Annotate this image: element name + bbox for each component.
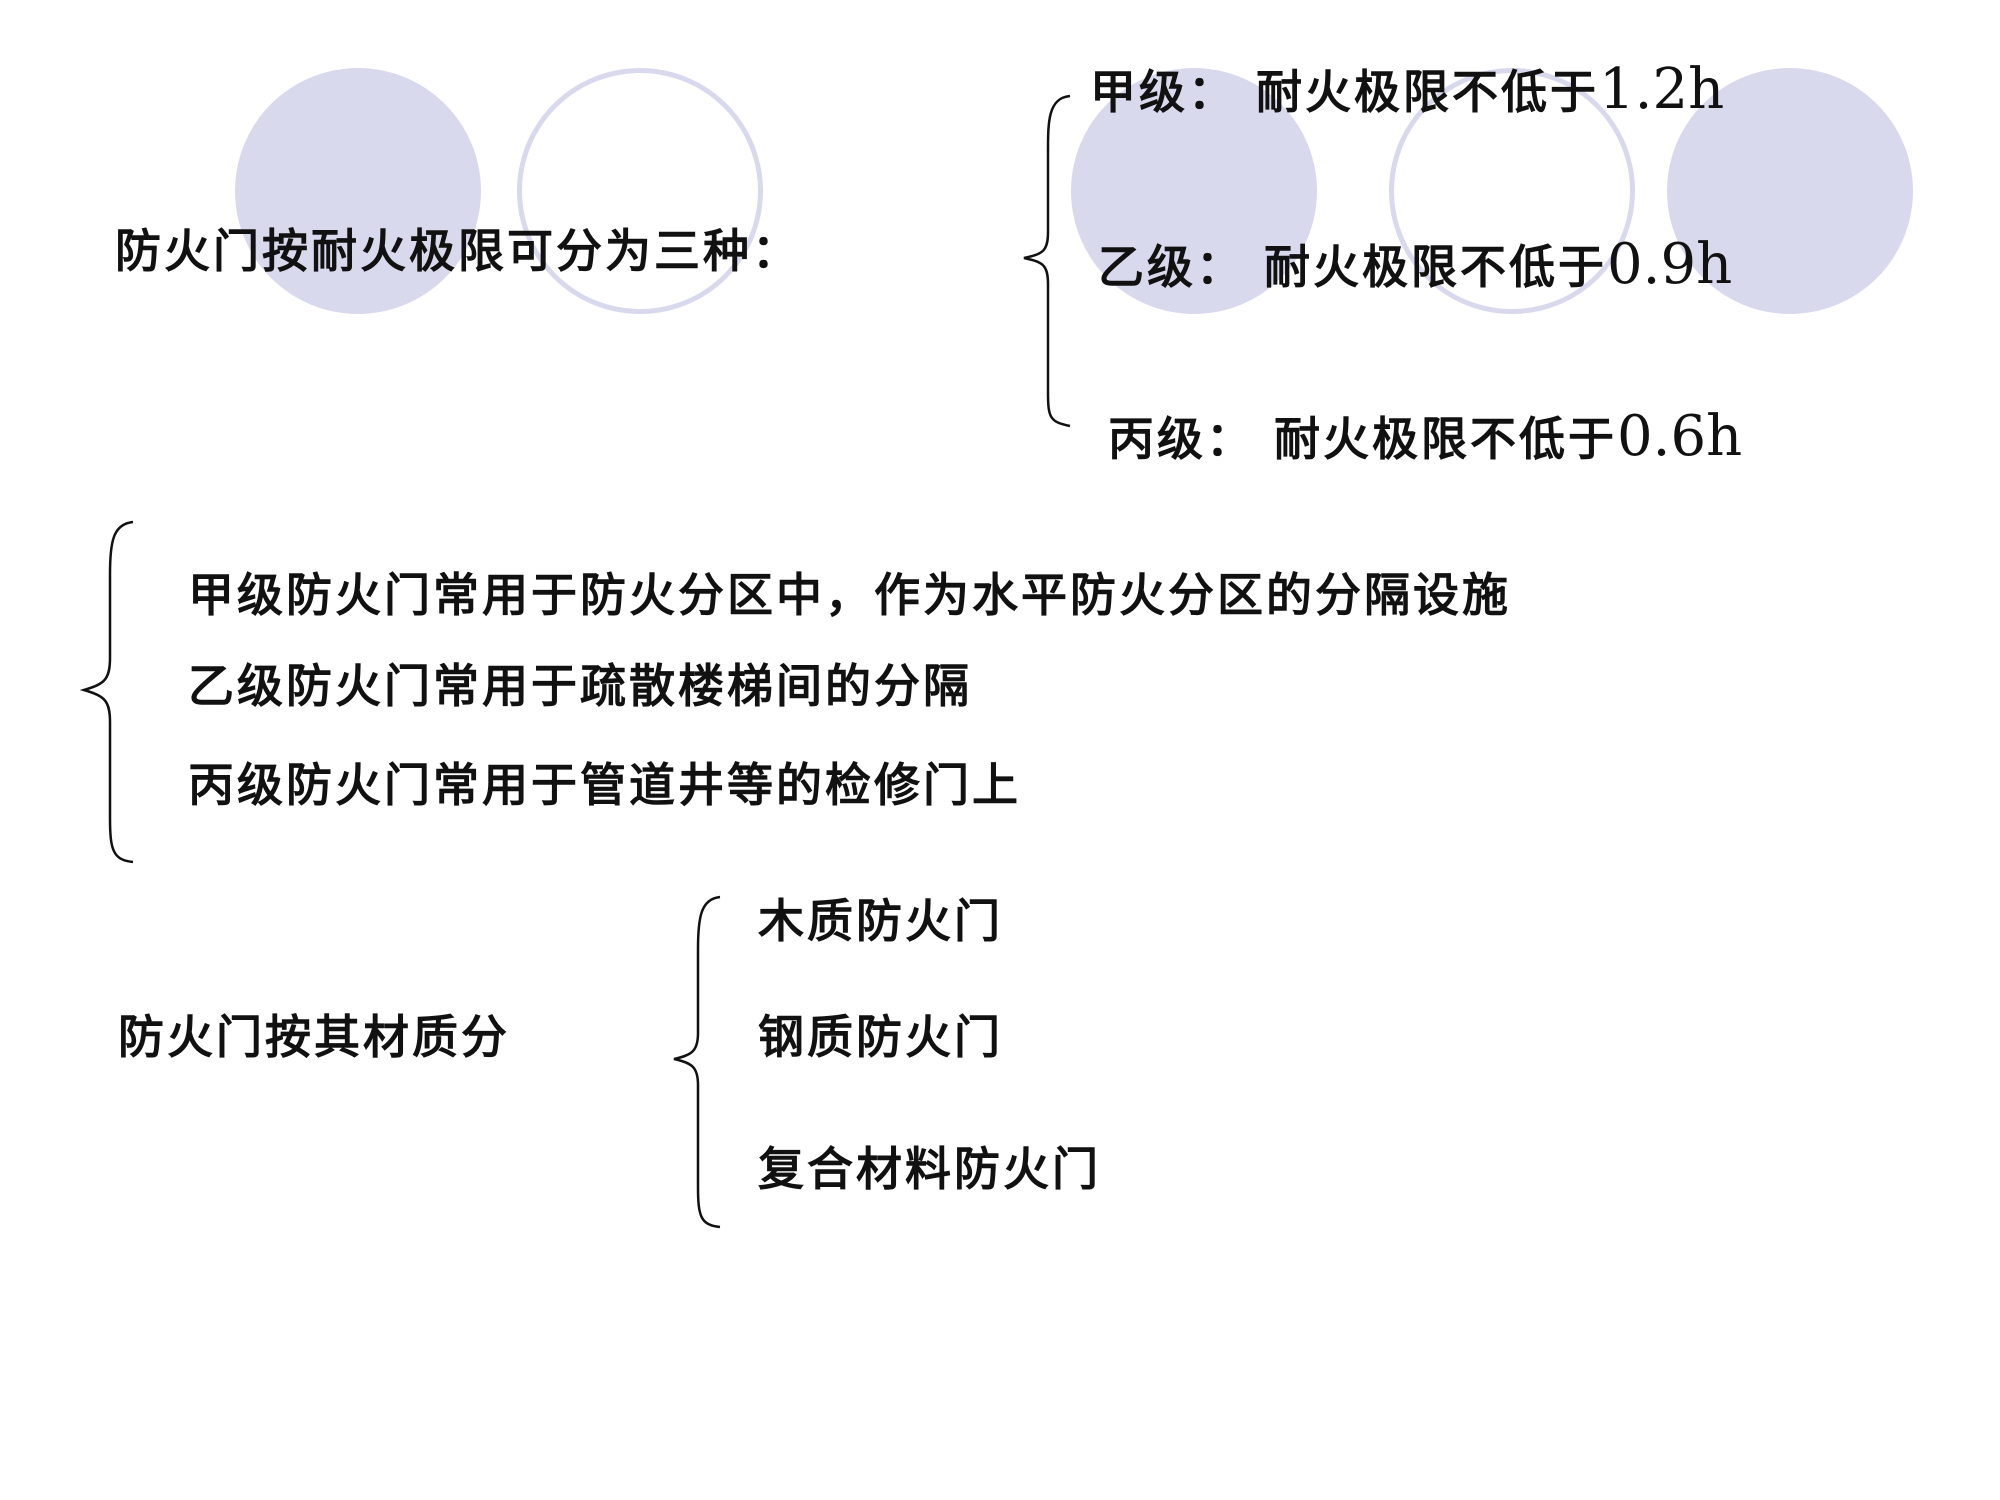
- grade-row-c: 丙级： 耐火极限不低于0.6h: [1108, 409, 1742, 465]
- grade-value: 1.2h: [1599, 57, 1725, 122]
- grade-value: 0.9h: [1607, 232, 1733, 297]
- decorative-circle-4: [1389, 68, 1635, 314]
- material-item-a: 木质防火门: [758, 894, 1003, 948]
- grade-row-a: 甲级： 耐火极限不低于1.2h: [1090, 62, 1724, 118]
- material-item-c: 复合材料防火门: [758, 1142, 1101, 1196]
- decorative-circle-3: [1071, 68, 1317, 314]
- usage-line-b: 乙级防火门常用于疏散楼梯间的分隔: [188, 659, 972, 713]
- decorative-circle-5: [1667, 68, 1913, 314]
- grade-desc: 耐火极限不低于: [1274, 412, 1618, 466]
- section1-brace: [1023, 94, 1071, 428]
- grade-row-b: 乙级： 耐火极限不低于0.9h: [1098, 237, 1732, 293]
- grade-desc: 耐火极限不低于: [1256, 65, 1600, 119]
- usage-line-a: 甲级防火门常用于防火分区中，作为水平防火分区的分隔设施: [188, 568, 1511, 622]
- material-item-b: 钢质防火门: [758, 1010, 1003, 1064]
- section2-brace: [79, 520, 134, 864]
- decorative-circle-1: [235, 68, 481, 314]
- grade-desc: 耐火极限不低于: [1264, 240, 1608, 294]
- section1-lead: 防火门按耐火极限可分为三种：: [115, 224, 801, 278]
- grade-label: 甲级：: [1090, 65, 1237, 119]
- grade-value: 0.6h: [1617, 404, 1743, 469]
- decorative-circle-2: [517, 68, 763, 314]
- section3-brace: [673, 895, 721, 1229]
- section3-lead: 防火门按其材质分: [118, 1010, 510, 1064]
- usage-line-c: 丙级防火门常用于管道井等的检修门上: [188, 758, 1021, 812]
- grade-label: 丙级：: [1108, 412, 1255, 466]
- grade-label: 乙级：: [1098, 240, 1245, 294]
